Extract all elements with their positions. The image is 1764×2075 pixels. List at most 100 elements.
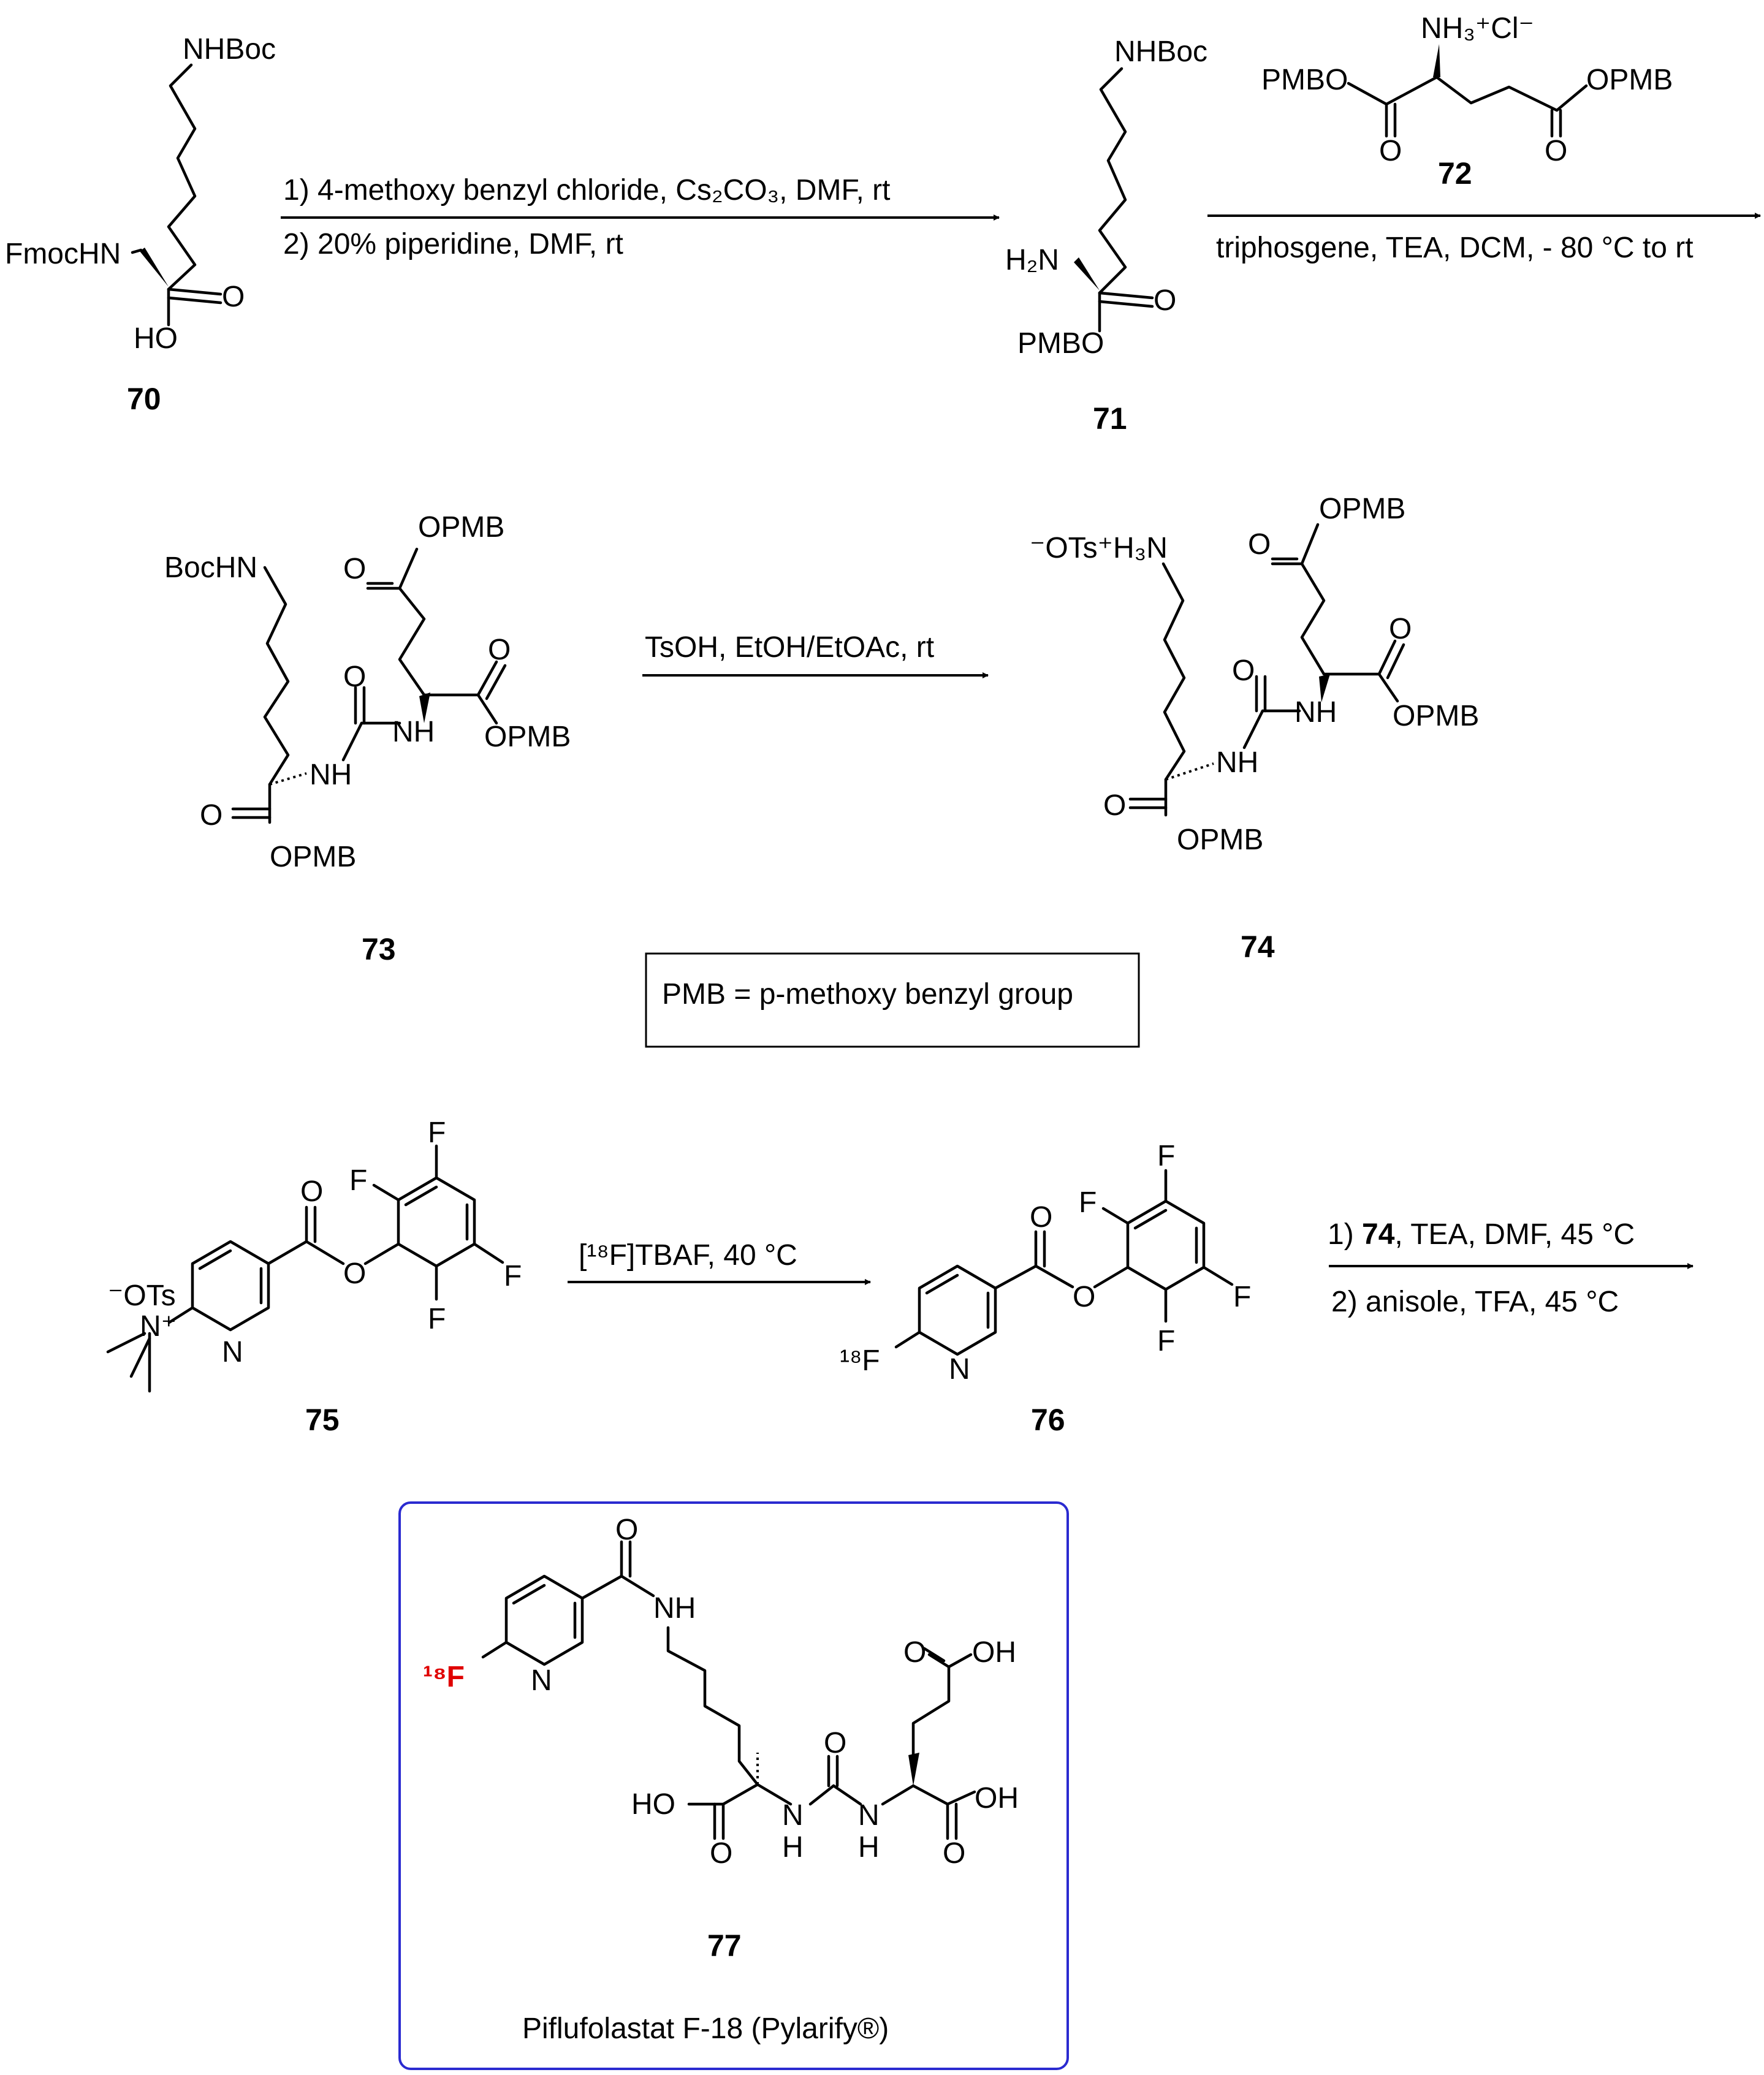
- atom-label-nh: NH: [653, 1592, 696, 1625]
- atom-label-n-plus: N⁺: [140, 1310, 177, 1343]
- atom-label-n: N: [222, 1336, 243, 1368]
- compound-number: 70: [127, 382, 161, 416]
- final-product-box: [398, 1501, 1069, 2070]
- atom-label-o: O: [1073, 1281, 1095, 1313]
- atom-label-opmb: OPMB: [418, 511, 504, 544]
- atom-label-18f-highlight: ¹⁸F: [423, 1661, 465, 1693]
- atom-label-f: F: [1079, 1186, 1097, 1219]
- atom-label-18f: ¹⁸F: [840, 1345, 880, 1377]
- atom-label-nhboc: NHBoc: [183, 33, 276, 66]
- atom-label-h: H: [782, 1831, 804, 1864]
- pmb-definition-box: PMB = p-methoxy benzyl group: [645, 952, 1140, 1048]
- atom-label-o: O: [222, 281, 245, 313]
- benzene-ring: [397, 1176, 476, 1268]
- condition-text: triphosgene, TEA, DCM, - 80 °C to rt: [1216, 232, 1694, 264]
- atom-label-nhboc: NHBoc: [1114, 36, 1207, 68]
- reaction-arrow-4: [¹⁸F]TBAF, 40 °C: [568, 1239, 871, 1285]
- compound-number: 72: [1438, 156, 1472, 191]
- reaction-arrow-3: TsOH, EtOH/EtOAc, rt: [642, 631, 989, 678]
- atom-label-opmb: OPMB: [484, 721, 571, 753]
- benzene-ring: [1126, 1199, 1206, 1291]
- atom-label-o: O: [1232, 654, 1255, 687]
- atom-label-o: O: [488, 634, 511, 666]
- atom-label-h: H: [858, 1831, 880, 1864]
- atom-label-f: F: [428, 1117, 446, 1149]
- condition-text: 1) 4-methoxy benzyl chloride, Cs₂CO₃, DM…: [283, 174, 890, 207]
- atom-label-nh: NH: [392, 716, 435, 748]
- atom-label-h2n: H₂N: [1005, 244, 1059, 276]
- atom-label-f: F: [1157, 1140, 1175, 1172]
- condition-text: 2) 20% piperidine, DMF, rt: [283, 228, 623, 260]
- atom-label-o: O: [1545, 135, 1567, 167]
- compound-71: NHBoc H₂N O PMBO 71: [1005, 36, 1207, 436]
- atom-label-ho: HO: [631, 1788, 675, 1821]
- atom-label-n: N: [858, 1799, 880, 1832]
- atom-label-o: O: [300, 1175, 323, 1208]
- compound-number: 75: [305, 1403, 340, 1437]
- atom-label-o: O: [343, 1258, 366, 1290]
- compound-number: 73: [362, 932, 396, 966]
- pyridine-ring: [191, 1240, 270, 1332]
- atom-label-o: O: [343, 553, 366, 585]
- atom-label-o: O: [1379, 135, 1402, 167]
- atom-label-o: O: [824, 1727, 846, 1759]
- atom-label-nh3cl: NH₃⁺Cl⁻: [1421, 12, 1534, 45]
- atom-label-o: O: [1248, 528, 1271, 561]
- compound-73: BocHN NH O OPMB O NH O OPMB O OPMB 73: [164, 511, 571, 966]
- atom-label-o: O: [1154, 284, 1176, 317]
- atom-label-opmb: OPMB: [270, 841, 356, 873]
- atom-label-opmb: OPMB: [1177, 824, 1263, 856]
- atom-label-ots: ⁻OTs: [108, 1280, 176, 1312]
- pmb-definition-text: PMB = p-methoxy benzyl group: [662, 978, 1073, 1011]
- reaction-arrow-1: 1) 4-methoxy benzyl chloride, Cs₂CO₃, DM…: [281, 174, 1000, 260]
- pyridine-ring: [918, 1264, 997, 1356]
- atom-label-f: F: [349, 1164, 367, 1197]
- atom-label-n: N: [782, 1799, 804, 1832]
- atom-label-f: F: [1157, 1325, 1175, 1357]
- condition-text: TsOH, EtOH/EtOAc, rt: [645, 631, 934, 664]
- atom-label-o: O: [200, 799, 222, 832]
- atom-label-ots-h3n: ⁻OTs⁺H₃N: [1030, 532, 1168, 564]
- lysine-chain: [167, 63, 197, 291]
- atom-label-pmbo: PMBO: [1017, 327, 1104, 360]
- atom-label-o: O: [710, 1837, 732, 1870]
- atom-label-opmb: OPMB: [1393, 700, 1479, 732]
- atom-label-o: O: [903, 1636, 926, 1669]
- atom-label-f: F: [428, 1303, 446, 1335]
- compound-76: N ¹⁸F O O F F F F 76: [840, 1140, 1251, 1437]
- atom-label-nh: NH: [1294, 696, 1337, 729]
- condition-text: 2) anisole, TFA, 45 °C: [1331, 1286, 1619, 1318]
- atom-label-opmb: OPMB: [1586, 64, 1673, 96]
- atom-label-ho: HO: [134, 322, 178, 355]
- pyridine-ring: [504, 1574, 584, 1666]
- atom-label-fmochn: FmocHN: [5, 238, 121, 270]
- atom-label-o: O: [1389, 613, 1412, 645]
- atom-label-oh: OH: [972, 1636, 1016, 1669]
- atom-label-o: O: [615, 1514, 638, 1546]
- atom-label-f: F: [1233, 1281, 1251, 1313]
- atom-label-o: O: [1103, 789, 1126, 822]
- reaction-arrow-5: 1) 74, TEA, DMF, 45 °C 2) anisole, TFA, …: [1328, 1218, 1694, 1318]
- atom-label-oh: OH: [975, 1782, 1019, 1815]
- atom-label-opmb: OPMB: [1319, 493, 1405, 525]
- atom-label-o: O: [943, 1837, 965, 1870]
- compound-77-box: N ¹⁸F O NH O HO N H O N H O OH: [398, 1501, 1069, 2070]
- atom-label-bochn: BocHN: [164, 552, 257, 584]
- compound-75: N O O F F F F N⁺ ⁻OTs 75: [106, 1117, 522, 1437]
- compound-number: 76: [1031, 1403, 1065, 1437]
- atom-label-o: O: [343, 661, 366, 693]
- compound-72: NH₃⁺Cl⁻ PMBO O O OPMB 72: [1261, 12, 1673, 191]
- condition-text: [¹⁸F]TBAF, 40 °C: [579, 1239, 797, 1272]
- compound-number: 77: [707, 1929, 742, 1963]
- atom-label-n: N: [531, 1664, 552, 1697]
- atom-label-o: O: [1030, 1201, 1052, 1234]
- compound-number: 71: [1093, 401, 1127, 436]
- compound-74: ⁻OTs⁺H₃N NH O OPMB O NH O OPMB O OPMB 74: [1030, 493, 1479, 964]
- compound-70: NHBoc FmocHN O HO 70: [5, 33, 276, 416]
- compound-number: 74: [1241, 930, 1275, 964]
- condition-text: 1) 74, TEA, DMF, 45 °C: [1328, 1218, 1635, 1251]
- atom-label-n: N: [949, 1353, 970, 1386]
- final-product-name: Piflufolastat F-18 (Pylarify®): [522, 2012, 889, 2045]
- stereo-wedge: [140, 248, 169, 287]
